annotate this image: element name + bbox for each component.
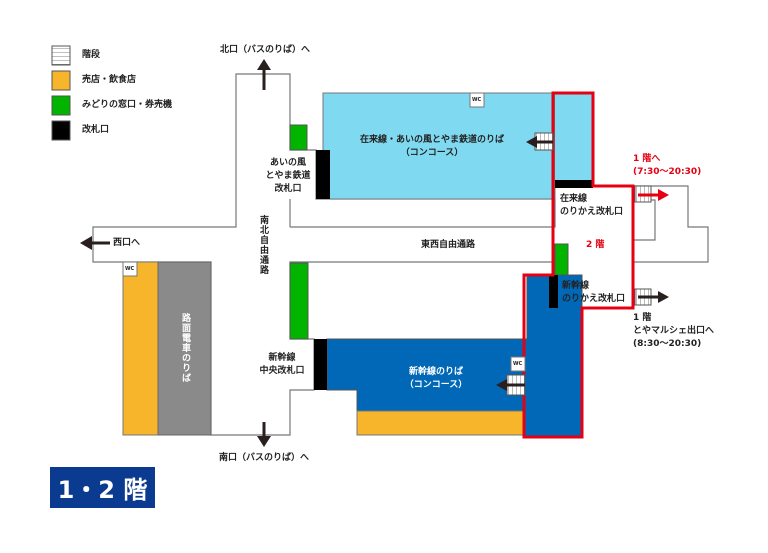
arrow-up-icon	[257, 59, 271, 70]
legend-label: 階段	[82, 50, 101, 60]
label-line: 改札口	[274, 184, 302, 194]
ticket-office-transfer	[554, 243, 569, 276]
wc-icon	[122, 261, 138, 277]
label-line: 新幹線のりば	[408, 367, 463, 377]
arrow-left-icon	[496, 379, 507, 391]
shop-south	[356, 410, 525, 436]
conventional-concourse-label: 在来線・あいの風とやま鉄道のりば （コンコース）	[360, 134, 504, 160]
red-arrow	[638, 189, 669, 201]
arrow-right-red-icon	[658, 189, 669, 201]
legend-label: 売店・飲食店	[82, 75, 137, 85]
legend-ticket-swatch	[51, 95, 71, 116]
shinkansen-central-gate-label: 新幹線中央改札口	[259, 352, 304, 378]
label-line: 在来線・あいの風とやま鉄道のりば	[359, 135, 505, 145]
label-line: 在来線	[560, 194, 588, 204]
tram-label: 路面電車のりば	[180, 313, 190, 383]
label-line: 1 階	[633, 313, 652, 323]
floor2-label: 2 階	[586, 240, 605, 250]
label-line: のりかえ改札口	[562, 294, 626, 304]
ticket-office-south	[289, 262, 309, 340]
label-line: 中央改札口	[259, 366, 305, 376]
label-line: （コンコース）	[400, 148, 464, 158]
shinkansen-transfer-gate-label: 新幹線のりかえ改札口	[562, 280, 625, 306]
legend-stairs-icon	[51, 45, 71, 66]
legend-label: みどりの窓口・券売機	[82, 100, 173, 110]
legend-label: 改札口	[82, 125, 110, 135]
wc-icon	[469, 92, 485, 108]
shinkansen-concourse-label: 新幹線のりば （コンコース）	[405, 366, 468, 392]
to-floor1-label: 1 階へ (7:30～20:30)	[633, 153, 701, 179]
wc-label: WC	[513, 361, 523, 367]
ainokaze-gate	[316, 150, 330, 199]
tram-platform	[157, 261, 212, 436]
north-south-passage-label: 南北自由通路	[258, 215, 268, 275]
east-west-passage-label: 東西自由通路	[420, 240, 476, 250]
label-line: 新幹線	[268, 353, 296, 363]
label-line: とやま鉄道	[265, 171, 311, 181]
label-line: のりかえ改札口	[560, 207, 624, 217]
label-line: あいの風	[269, 158, 307, 168]
label-line: (8:30～20:30)	[633, 339, 702, 349]
label-line: とやマルシェ出口へ	[633, 326, 715, 336]
shinkansen-central-gate	[314, 339, 327, 390]
legend-shop-swatch	[51, 70, 71, 91]
conventional-transfer-gate	[555, 180, 593, 188]
arrow-left-icon	[80, 236, 92, 250]
legend-gate-swatch	[51, 120, 71, 141]
arrow-left-icon	[526, 136, 537, 148]
label-line: 新幹線	[562, 281, 590, 291]
conventional-concourse-extension	[555, 93, 593, 181]
wc-label: WC	[125, 266, 135, 272]
shop-west	[122, 261, 159, 436]
label-line: 1 階へ	[633, 154, 661, 164]
conventional-concourse	[322, 92, 556, 200]
west-exit-label: 西口へ	[113, 238, 141, 248]
floor2-highlight	[522, 91, 635, 439]
label-line: （コンコース）	[404, 380, 468, 390]
marche-exit-label: 1 階とやマルシェ出口へ (8:30～20:30)	[633, 312, 714, 351]
ticket-office-north	[289, 124, 308, 151]
arrow-down-icon	[257, 436, 271, 447]
shinkansen-transfer-gate	[549, 275, 558, 308]
ainokaze-gate-label: あいの風とやま鉄道改札口	[265, 157, 310, 196]
wc-icon	[510, 356, 526, 372]
arrows	[80, 59, 669, 447]
arrow-right-icon	[658, 291, 669, 303]
conventional-transfer-gate-label: 在来線のりかえ改札口	[560, 193, 623, 219]
label-line: (7:30～20:30)	[633, 167, 702, 177]
south-exit-label: 南口（バスのりば）へ	[218, 453, 310, 463]
wc-label: WC	[472, 97, 482, 103]
floor-title-badge: 1・2 階	[50, 467, 155, 508]
north-exit-label: 北口（バスのりば）へ	[219, 45, 311, 55]
